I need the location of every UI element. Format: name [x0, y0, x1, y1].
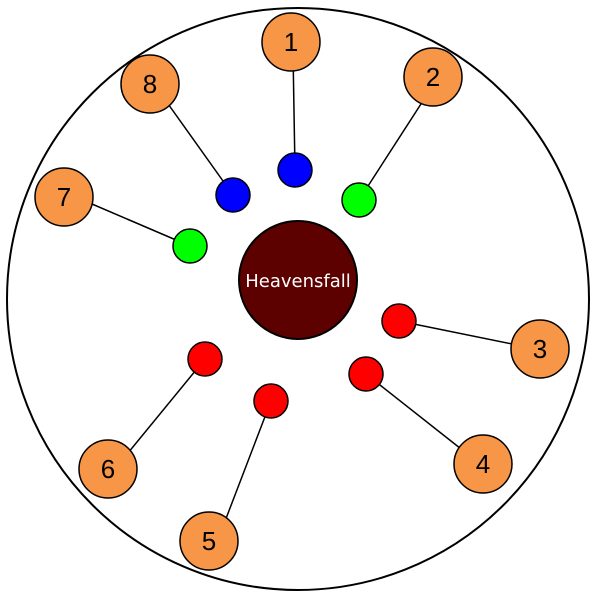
heavensfall-label: Heavensfall	[245, 271, 351, 292]
position-7: 7	[34, 167, 94, 227]
marker-7-green	[172, 228, 208, 264]
position-2-circle	[403, 47, 463, 107]
position-8-label: 8	[143, 69, 157, 99]
arrow-4	[365, 373, 472, 457]
positions-layer: 1 2 3 4 5 6 7 8	[34, 12, 570, 571]
position-1-circle	[261, 12, 321, 72]
position-1-label: 1	[284, 27, 298, 57]
heavensfall-circle	[238, 220, 358, 340]
position-2: 2	[403, 47, 463, 107]
marker-5-red	[253, 383, 289, 419]
position-6: 6	[78, 439, 138, 499]
arrow-5	[219, 400, 272, 531]
marker-2-green	[341, 182, 377, 218]
position-8: 8	[120, 54, 180, 114]
position-5-label: 5	[202, 526, 216, 556]
marker-8-blue	[215, 177, 251, 213]
arena-boundary	[6, 7, 590, 591]
arrow-2	[358, 88, 431, 201]
position-3-circle	[510, 319, 570, 379]
position-8-circle	[120, 54, 180, 114]
markers-layer	[172, 152, 417, 419]
position-3-label: 3	[533, 334, 547, 364]
arrow-3	[398, 320, 529, 351]
position-4-circle	[453, 434, 513, 494]
position-7-label: 7	[57, 182, 71, 212]
position-5-circle	[179, 511, 239, 571]
arrow-7	[76, 196, 191, 247]
position-4-label: 4	[476, 449, 490, 479]
position-6-circle	[78, 439, 138, 499]
marker-6-red	[187, 341, 223, 377]
position-2-label: 2	[426, 62, 440, 92]
marker-3-red	[381, 303, 417, 339]
arrows-layer	[76, 50, 529, 531]
arrow-1	[287, 50, 299, 171]
marker-4-red	[348, 356, 384, 392]
position-5: 5	[179, 511, 239, 571]
position-3: 3	[510, 319, 570, 379]
position-1: 1	[261, 12, 321, 72]
arrow-8	[160, 92, 234, 196]
position-6-label: 6	[101, 454, 115, 484]
marker-1-blue	[277, 152, 313, 188]
arrow-6	[118, 358, 206, 466]
position-4: 4	[453, 434, 513, 494]
position-7-circle	[34, 167, 94, 227]
heavensfall-center: Heavensfall	[238, 220, 358, 340]
